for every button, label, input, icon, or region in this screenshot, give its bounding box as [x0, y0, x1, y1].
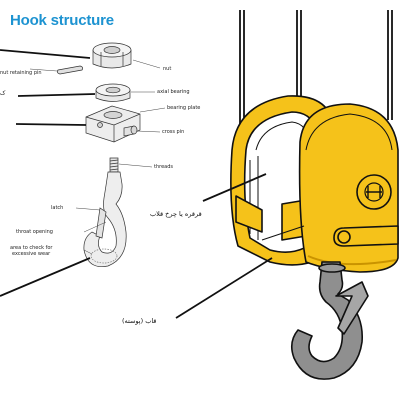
- label-throat-opening: throat opening: [16, 229, 53, 235]
- axial-bearing-part: [95, 83, 131, 102]
- cross-pin-part: [123, 125, 138, 137]
- grey-hook: [290, 261, 369, 380]
- label-nut-retaining-pin: nut retaining pin: [0, 70, 42, 76]
- right-pointer-lines: [175, 173, 273, 319]
- label-wear-line2: excessive wear: [12, 251, 51, 257]
- nut-part: [92, 42, 132, 69]
- hoist-ropes: [239, 10, 393, 130]
- label-shell-fa: قاب (پوسته): [122, 317, 157, 325]
- right-thin-line: [261, 225, 305, 241]
- label-axial-bearing: axial bearing: [157, 89, 190, 95]
- hoist-block: [230, 95, 399, 273]
- label-wear-line1: area to check for: [10, 245, 53, 251]
- label-threads: threads: [154, 164, 173, 170]
- bearing-plate-part: [85, 105, 141, 143]
- left-pointer-lines: [0, 49, 96, 297]
- lifting-hook-part: [83, 157, 127, 267]
- label-latch: latch: [51, 205, 64, 211]
- left-leader-lines: [29, 59, 166, 255]
- nut-retaining-pin-part: [56, 65, 84, 75]
- label-bearing-plate: bearing plate: [167, 105, 201, 111]
- label-cross-pin: cross pin: [162, 129, 185, 135]
- exploded-hook-parts: [56, 42, 141, 267]
- label-partial-char: ک: [0, 90, 6, 97]
- page-title: Hook structure: [10, 12, 114, 29]
- label-nut: nut: [163, 66, 172, 72]
- label-pulley-fa: قرقره یا چرخ قلاب: [150, 210, 202, 218]
